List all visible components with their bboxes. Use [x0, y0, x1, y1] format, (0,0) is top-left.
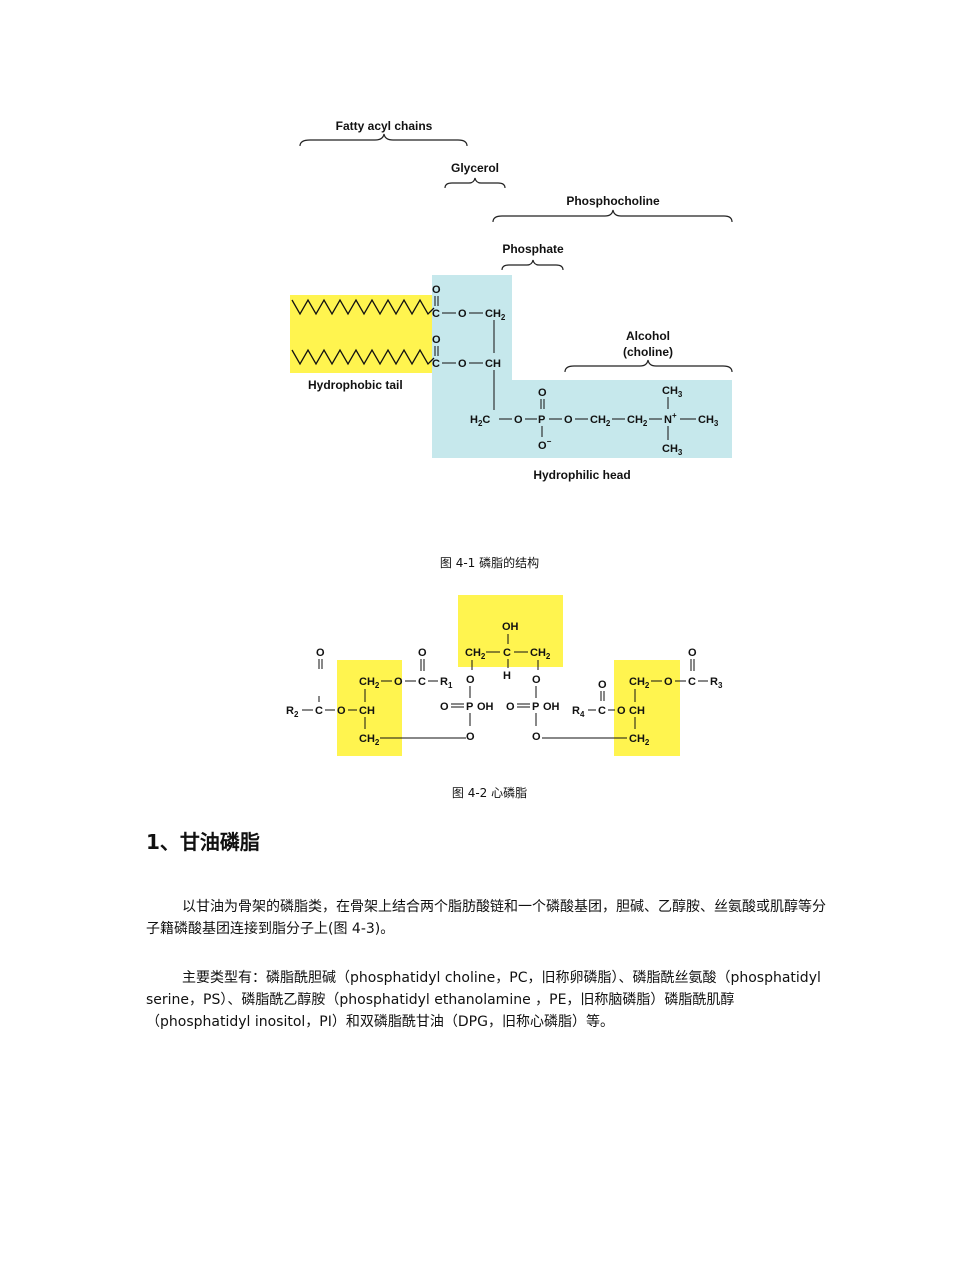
section-heading: 1、甘油磷脂	[146, 830, 260, 854]
right-carbonyl-c-r3: C	[688, 676, 696, 688]
fatty-acid-chain-2	[291, 348, 435, 366]
central-h: H	[503, 670, 511, 682]
right-phosphorus: P	[532, 701, 539, 713]
left-carbonyl-c-r1: C	[418, 676, 426, 688]
ester-oxygen-2: O	[458, 358, 467, 370]
r1-group: R1	[440, 676, 453, 690]
right-phosphate-oh: OH	[543, 701, 560, 713]
carbonyl-carbon-2: C	[432, 358, 440, 370]
central-oh: OH	[502, 621, 519, 633]
right-phosphate-bridge-o: O	[532, 674, 541, 686]
figure-4-1-caption: 图 4-1 磷脂的结构	[439, 556, 540, 570]
central-glycerol-highlight	[458, 595, 563, 667]
fatty-acid-chain-1	[291, 298, 435, 316]
cardiolipin-structure-figure: OH CH2 C CH2 H O O P OH O O O P OH O O R…	[286, 595, 723, 756]
carbonyl-oxygen-2: O	[432, 334, 441, 346]
figure-4-2-caption: 图 4-2 心磷脂	[451, 786, 528, 800]
phosphate-label: Phosphate	[502, 242, 564, 256]
left-ester-o-r2: O	[337, 705, 346, 717]
paragraph-types: 主要类型有：磷脂酰胆碱（phosphatidyl choline，PC，旧称卵磷…	[146, 970, 821, 1030]
hydrophobic-tail-label: Hydrophobic tail	[308, 378, 403, 392]
choline-label: (choline)	[623, 345, 673, 359]
left-ch2-top: CH2	[359, 676, 380, 690]
phosphoryl-oxygen: O	[538, 387, 547, 399]
phosphoester-oxygen-2: O	[564, 414, 573, 426]
glycerol-ch2-top: CH2	[485, 308, 506, 322]
fatty-acyl-chains-label: Fatty acyl chains	[336, 119, 433, 133]
left-phosphate-oh: OH	[477, 701, 494, 713]
phosphocholine-label: Phosphocholine	[566, 194, 660, 208]
left-ch: CH	[359, 705, 375, 717]
hydrophilic-head-label: Hydrophilic head	[533, 468, 630, 482]
glycerol-label: Glycerol	[451, 161, 499, 175]
central-ch2-left: CH2	[465, 647, 486, 661]
methyl-bottom: CH3	[662, 443, 683, 457]
methyl-top: CH3	[662, 385, 683, 399]
left-carbonyl-c-r2: C	[315, 705, 323, 717]
right-ester-o-r3: O	[664, 676, 673, 688]
right-ester-o-r4: O	[617, 705, 626, 717]
carbonyl-oxygen-1: O	[432, 284, 441, 296]
right-ch2-bottom: CH2	[629, 733, 650, 747]
phospholipid-structure-figure: Fatty acyl chains Glycerol Phosphocholin…	[290, 119, 733, 482]
central-ch2-right: CH2	[530, 647, 551, 661]
r4-group: R4	[572, 705, 585, 719]
right-phosphoryl-o: O	[506, 701, 515, 713]
paragraph-definition: 以甘油为骨架的磷脂类，在骨架上结合两个脂肪酸链和一个磷酸基团，胆碱、乙醇胺、丝氨…	[146, 899, 826, 937]
carbonyl-carbon-1: C	[432, 308, 440, 320]
left-ester-o-r1: O	[394, 676, 403, 688]
right-ch2-top: CH2	[629, 676, 650, 690]
glycerol-ch: CH	[485, 358, 501, 370]
right-carbonyl-o-r3: O	[688, 647, 697, 659]
left-phosphorus: P	[466, 701, 473, 713]
alcohol-label: Alcohol	[626, 329, 670, 343]
hydrophilic-head-highlight	[432, 275, 732, 458]
left-phosphate-lower-o: O	[466, 731, 475, 743]
r3-group: R3	[710, 676, 723, 690]
phosphorus-atom: P	[538, 414, 545, 426]
left-carbonyl-o-r1: O	[418, 647, 427, 659]
right-ch: CH	[629, 705, 645, 717]
left-phosphoryl-o: O	[440, 701, 449, 713]
right-glycerol-highlight	[614, 660, 680, 756]
choline-ch2-1: CH2	[590, 414, 611, 428]
phosphoester-oxygen-1: O	[514, 414, 523, 426]
right-phosphate-lower-o: O	[532, 731, 541, 743]
central-c: C	[503, 647, 511, 659]
choline-ch2-2: CH2	[627, 414, 648, 428]
glycerol-h2c: H2C	[470, 414, 490, 428]
r2-group: R2	[286, 705, 299, 719]
left-carbonyl-o-r2: O	[316, 647, 325, 659]
left-ch2-bottom: CH2	[359, 733, 380, 747]
methyl-right: CH3	[698, 414, 719, 428]
ester-oxygen-1: O	[458, 308, 467, 320]
right-carbonyl-o-r4: O	[598, 679, 607, 691]
left-glycerol-highlight	[337, 660, 402, 756]
right-carbonyl-c-r4: C	[598, 705, 606, 717]
left-phosphate-bridge-o: O	[466, 674, 475, 686]
